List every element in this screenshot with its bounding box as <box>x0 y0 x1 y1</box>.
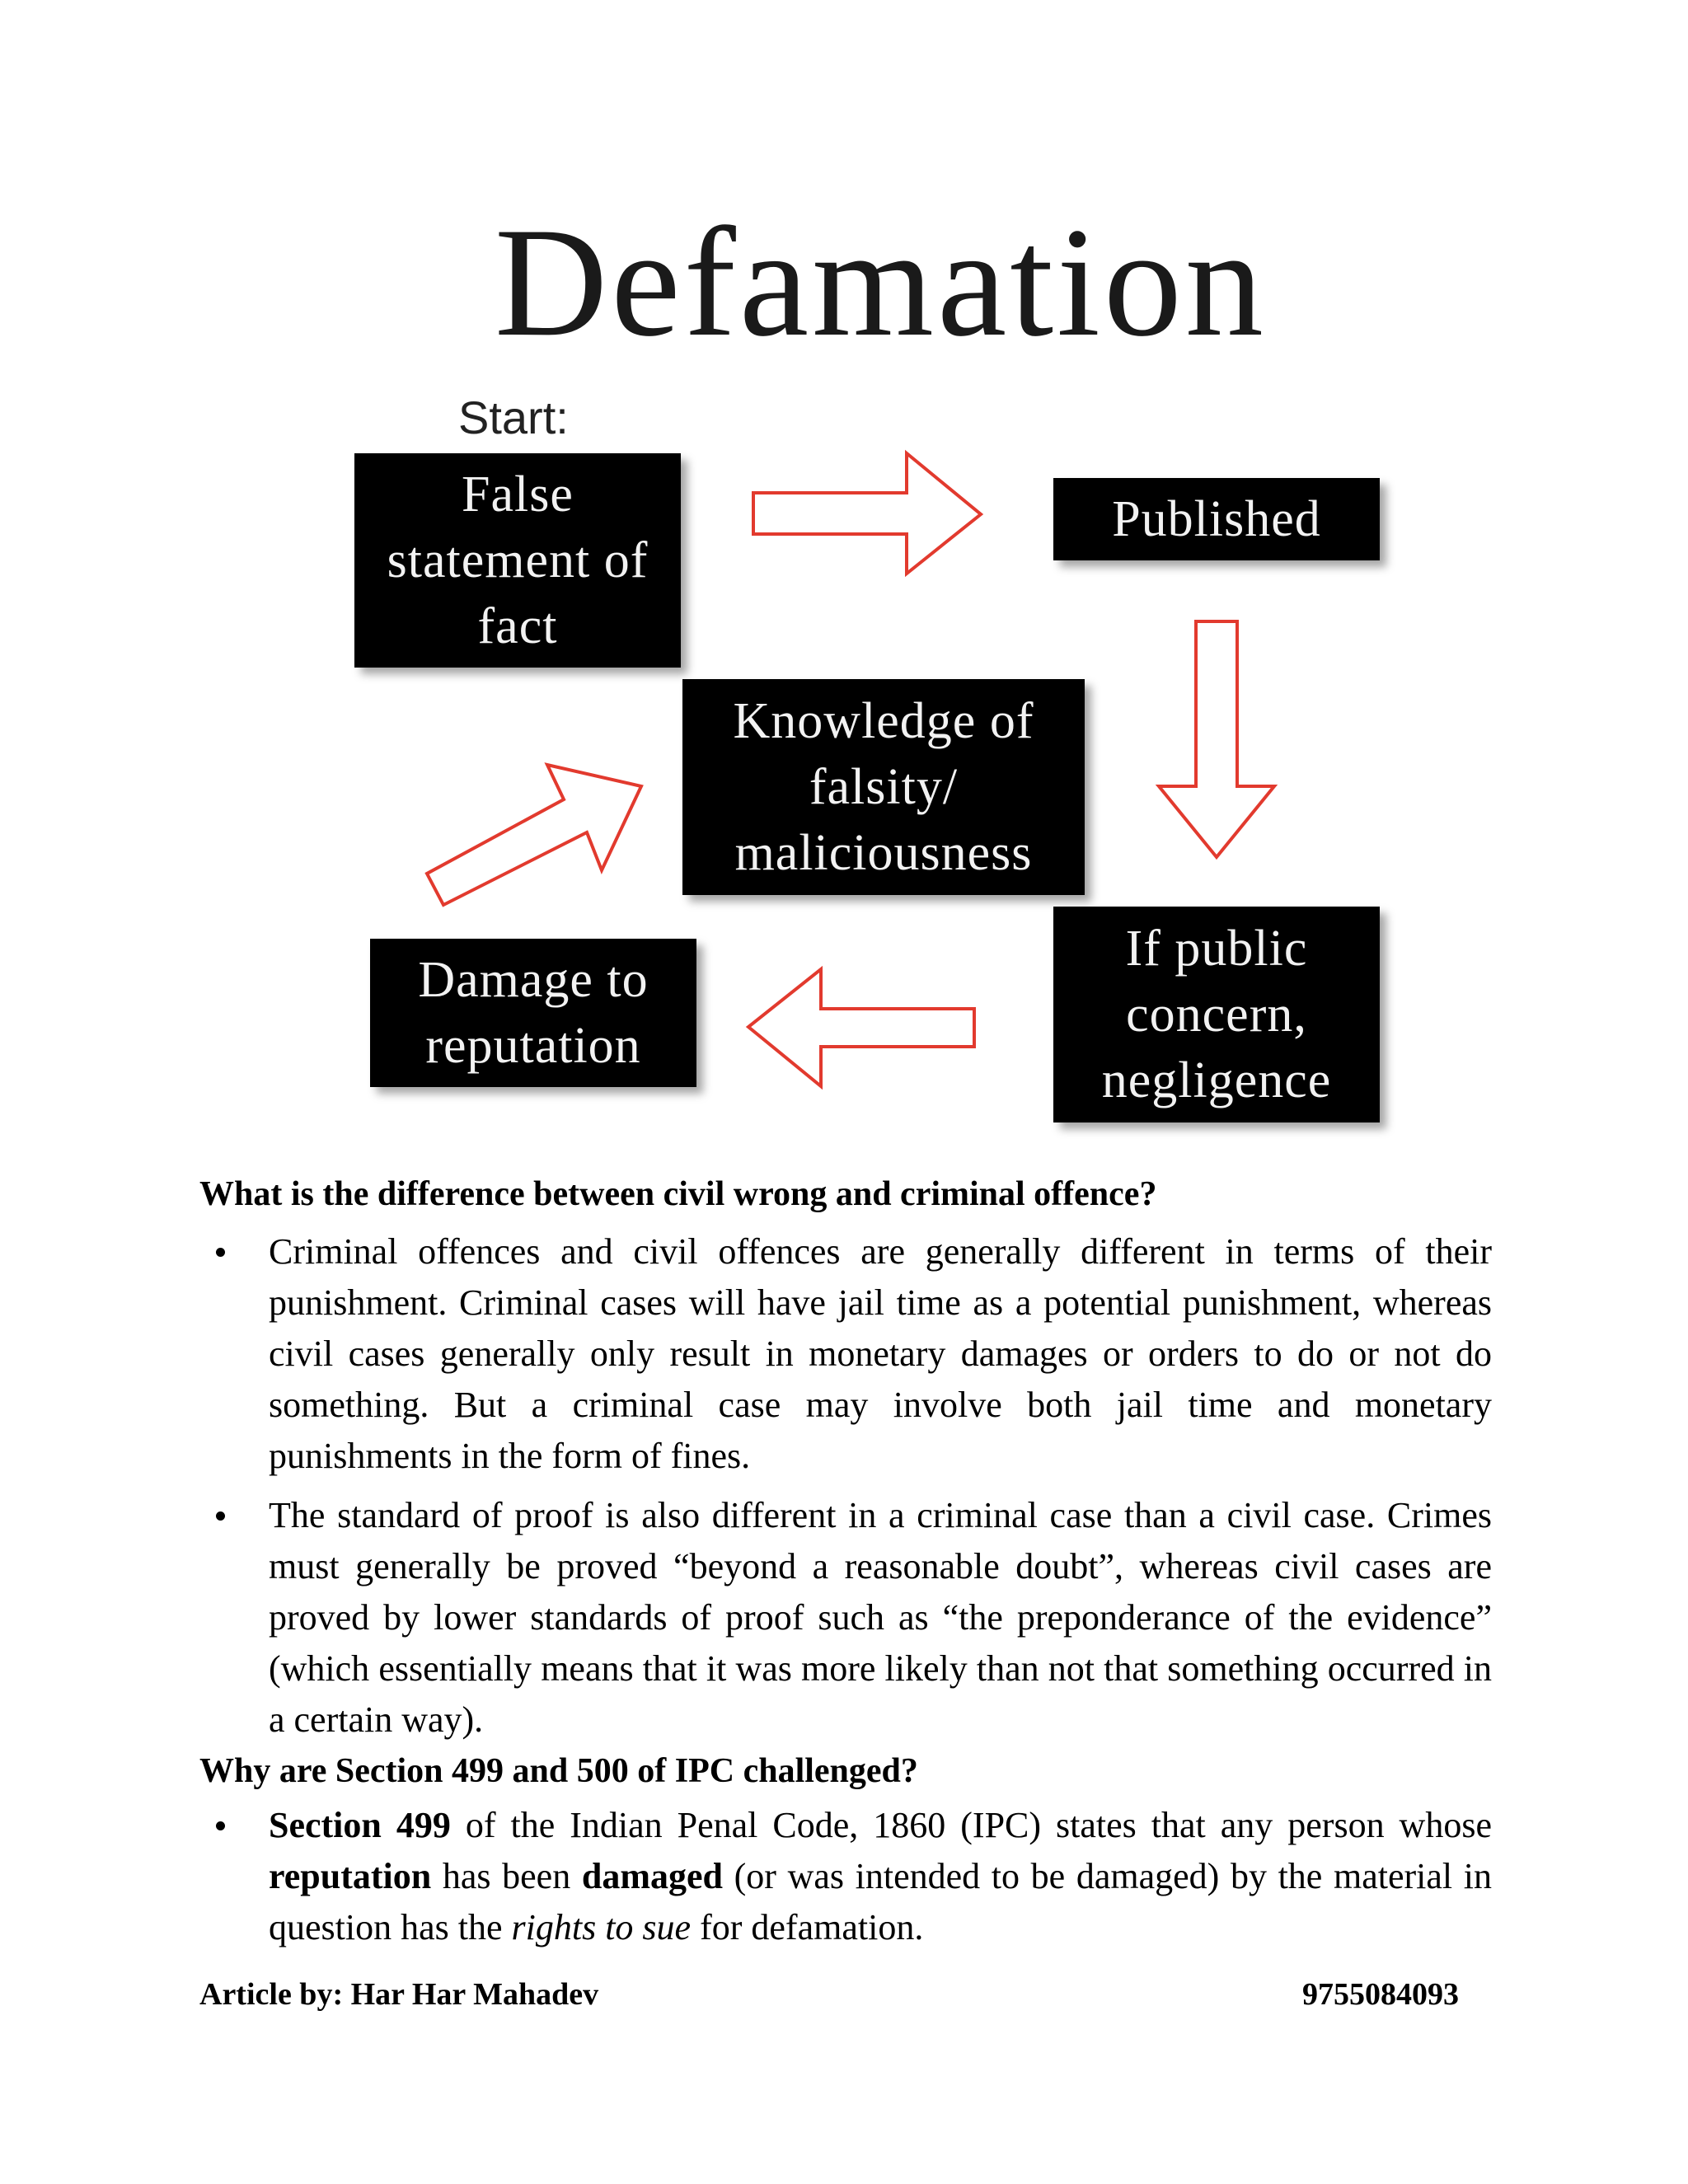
list-item-text: Criminal offences and civil offences are… <box>269 1231 1492 1476</box>
bullet-list: Criminal offences and civil offences are… <box>199 1226 1492 1746</box>
node-line: statement of <box>387 532 649 588</box>
bold-term: Section 499 <box>269 1805 451 1845</box>
bullet-list: Section 499 of the Indian Penal Code, 18… <box>199 1800 1492 1953</box>
bold-term: reputation <box>269 1856 432 1896</box>
italic-term: rights to sue <box>511 1907 692 1947</box>
node-false-statement: False statement of fact <box>354 453 681 668</box>
arrow-left-icon <box>745 965 976 1090</box>
list-item: Section 499 of the Indian Penal Code, 18… <box>199 1800 1492 1953</box>
node-public-concern: If public concern, negligence <box>1053 907 1380 1122</box>
arrow-diagonal-icon <box>424 762 644 907</box>
node-line: Damage to <box>418 952 649 1008</box>
article-body: What is the difference between civil wro… <box>199 1169 1492 1953</box>
node-published: Published <box>1053 478 1380 560</box>
node-line: If public <box>1125 921 1308 977</box>
bullet-icon <box>216 1511 225 1521</box>
text-run: for defamation. <box>691 1907 924 1947</box>
node-line: fact <box>477 598 558 654</box>
diagram-title: Defamation <box>495 196 1267 369</box>
section-heading: Why are Section 499 and 500 of IPC chall… <box>199 1752 918 1790</box>
node-line: concern, <box>1126 987 1307 1043</box>
arrow-right-icon <box>752 449 984 578</box>
list-item-text: The standard of proof is also different … <box>269 1495 1492 1740</box>
bold-term: damaged <box>581 1856 723 1896</box>
section-heading: What is the difference between civil wro… <box>199 1175 1157 1213</box>
defamation-diagram: Defamation Start: False statement of fac… <box>354 196 1380 1122</box>
node-line: False <box>462 466 574 523</box>
list-item-text: Section 499 of the Indian Penal Code, 18… <box>269 1805 1492 1947</box>
node-line: Knowledge of <box>733 693 1034 749</box>
footer-author: Article by: Har Har Mahadev <box>199 1977 599 2012</box>
text-run: (or was intended to be damaged) by the m… <box>269 1856 1492 1947</box>
node-line: negligence <box>1101 1052 1332 1108</box>
text-run: of the Indian Penal Code, 1860 (IPC) sta… <box>450 1805 1492 1845</box>
start-label: Start: <box>458 391 569 443</box>
list-item: Criminal offences and civil offences are… <box>199 1226 1492 1482</box>
flow-arrows <box>424 449 1278 1090</box>
list-item: The standard of proof is also different … <box>199 1490 1492 1746</box>
node-line: reputation <box>425 1018 641 1074</box>
text-run: has been <box>431 1856 582 1896</box>
arrow-down-icon <box>1155 620 1278 860</box>
node-line: falsity/ <box>809 759 959 815</box>
node-knowledge: Knowledge of falsity/ maliciousness <box>682 679 1085 895</box>
bullet-icon <box>216 1821 225 1830</box>
node-damage: Damage to reputation <box>370 939 696 1087</box>
footer-phone: 9755084093 <box>1302 1977 1459 2012</box>
node-line: maliciousness <box>734 825 1033 881</box>
node-line: Published <box>1112 491 1321 547</box>
bullet-icon <box>216 1248 225 1257</box>
